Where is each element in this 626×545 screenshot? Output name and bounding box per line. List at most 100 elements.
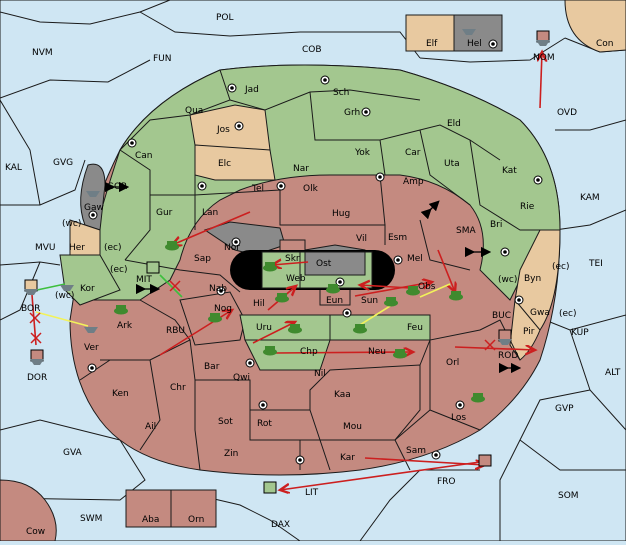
label-esm: Esm — [388, 233, 407, 243]
fleet-unit-dor[interactable] — [30, 349, 44, 365]
label-gvp: GVP — [555, 404, 574, 414]
province-orn[interactable] — [170, 489, 217, 528]
army-unit-mel[interactable] — [406, 286, 420, 296]
label-vil: Vil — [356, 234, 367, 244]
label-amp: Amp — [403, 177, 424, 187]
label-nor: Nor — [224, 243, 240, 253]
label-lan: Lan — [202, 208, 218, 218]
fleet-unit-lit[interactable] — [263, 481, 277, 494]
label-wc-her: (wc) — [62, 219, 81, 229]
army-unit-neu[interactable] — [393, 349, 407, 359]
label-ail: Ail — [145, 422, 156, 432]
label-los: Los — [451, 413, 466, 423]
army-unit-los[interactable] — [471, 393, 485, 403]
label-qwi: Qwi — [233, 373, 250, 383]
label-kam: KAM — [580, 193, 600, 203]
army-unit-sun[interactable] — [384, 297, 398, 307]
army-unit-sap[interactable] — [165, 241, 179, 251]
label-aba: Aba — [142, 515, 159, 525]
label-jos: Jos — [216, 125, 230, 135]
order-arrows — [31, 52, 542, 490]
label-yok: Yok — [354, 148, 371, 158]
label-ost: Ost — [316, 259, 332, 269]
label-cow: Cow — [26, 527, 45, 537]
province-aba[interactable] — [125, 489, 172, 528]
label-hel: Hel — [467, 39, 482, 49]
label-elc: Elc — [218, 159, 231, 169]
label-ark: Ark — [117, 321, 133, 331]
fleet-unit-rod[interactable] — [498, 329, 512, 345]
label-rbu: RBU — [166, 326, 185, 336]
label-pol: POL — [216, 13, 234, 23]
fleet-unit-kor[interactable] — [60, 285, 74, 291]
label-eld: Eld — [447, 119, 461, 129]
label-ver: Ver — [84, 343, 99, 353]
fleet-unit-bor[interactable] — [24, 279, 38, 295]
label-ken: Ken — [112, 389, 129, 399]
label-her: Her — [69, 243, 85, 253]
army-unit-eun[interactable] — [326, 284, 340, 294]
province-elf[interactable] — [405, 14, 455, 52]
label-sot: Sot — [218, 417, 233, 427]
label-mit: MIT — [136, 275, 152, 285]
label-buc: BUC — [492, 311, 511, 321]
label-tel: Tel — [251, 184, 264, 194]
label-tei: TEI — [588, 259, 603, 269]
label-gur: Gur — [156, 208, 173, 218]
label-pir: Pir — [523, 327, 535, 337]
label-fro: FRO — [437, 477, 456, 487]
supply-centers — [87, 39, 543, 465]
army-unit-uru[interactable] — [288, 324, 302, 334]
label-uta: Uta — [444, 159, 460, 169]
fleet-unit-nom[interactable] — [536, 30, 550, 46]
label-bri: Bri — [490, 220, 502, 230]
units — [24, 29, 550, 494]
label-nar: Nar — [293, 164, 309, 174]
label-obs: Obs — [418, 282, 436, 292]
army-unit-chp[interactable] — [263, 346, 277, 356]
label-nom: NOM — [533, 53, 555, 63]
label-con: Con — [596, 39, 614, 49]
province-cow[interactable] — [0, 479, 57, 542]
label-dor: DOR — [27, 373, 47, 383]
label-wc-byn: (wc) — [498, 275, 517, 285]
army-unit-ark[interactable] — [114, 305, 128, 315]
label-gvg: GVG — [53, 158, 73, 168]
label-eun: Eun — [326, 296, 343, 306]
label-kal: KAL — [5, 163, 22, 173]
fleet-unit-mit[interactable] — [146, 261, 160, 274]
province-elc[interactable] — [194, 144, 276, 181]
label-skr: Skr — [285, 254, 300, 264]
fleet-unit-hel[interactable] — [462, 29, 476, 35]
label-nog: Nog — [214, 304, 232, 314]
label-swm: SWM — [80, 514, 102, 524]
label-rie: Rie — [520, 202, 535, 212]
label-olk: Olk — [303, 184, 319, 194]
label-mou: Mou — [343, 422, 362, 432]
army-unit-hil[interactable] — [275, 293, 289, 303]
fleet-unit-fro[interactable] — [478, 454, 492, 467]
army-unit-nog[interactable] — [208, 313, 222, 323]
label-grh: Grh — [344, 108, 360, 118]
fleet-unit-gaw[interactable] — [86, 191, 100, 197]
label-ec-gwa: (ec) — [559, 309, 577, 319]
army-unit-web[interactable] — [263, 262, 277, 272]
label-car: Car — [405, 148, 421, 158]
label-ovd: OVD — [557, 108, 577, 118]
army-unit-obs[interactable] — [449, 291, 463, 301]
label-web: Web — [286, 274, 306, 284]
label-gva: GVA — [63, 448, 83, 458]
label-orl: Orl — [446, 358, 459, 368]
army-unit-feu[interactable] — [353, 324, 367, 334]
label-alt: ALT — [605, 368, 621, 378]
label-sch: Sch — [333, 88, 349, 98]
label-uru: Uru — [256, 323, 272, 333]
label-nvm: NVM — [32, 48, 53, 58]
fleet-unit-ver[interactable] — [84, 327, 98, 333]
label-bor: BOR — [21, 304, 40, 314]
label-hug: Hug — [332, 209, 350, 219]
label-kat: Kat — [502, 166, 517, 176]
province-con[interactable] — [564, 0, 626, 53]
label-wc-kor: (wc) — [55, 291, 74, 301]
